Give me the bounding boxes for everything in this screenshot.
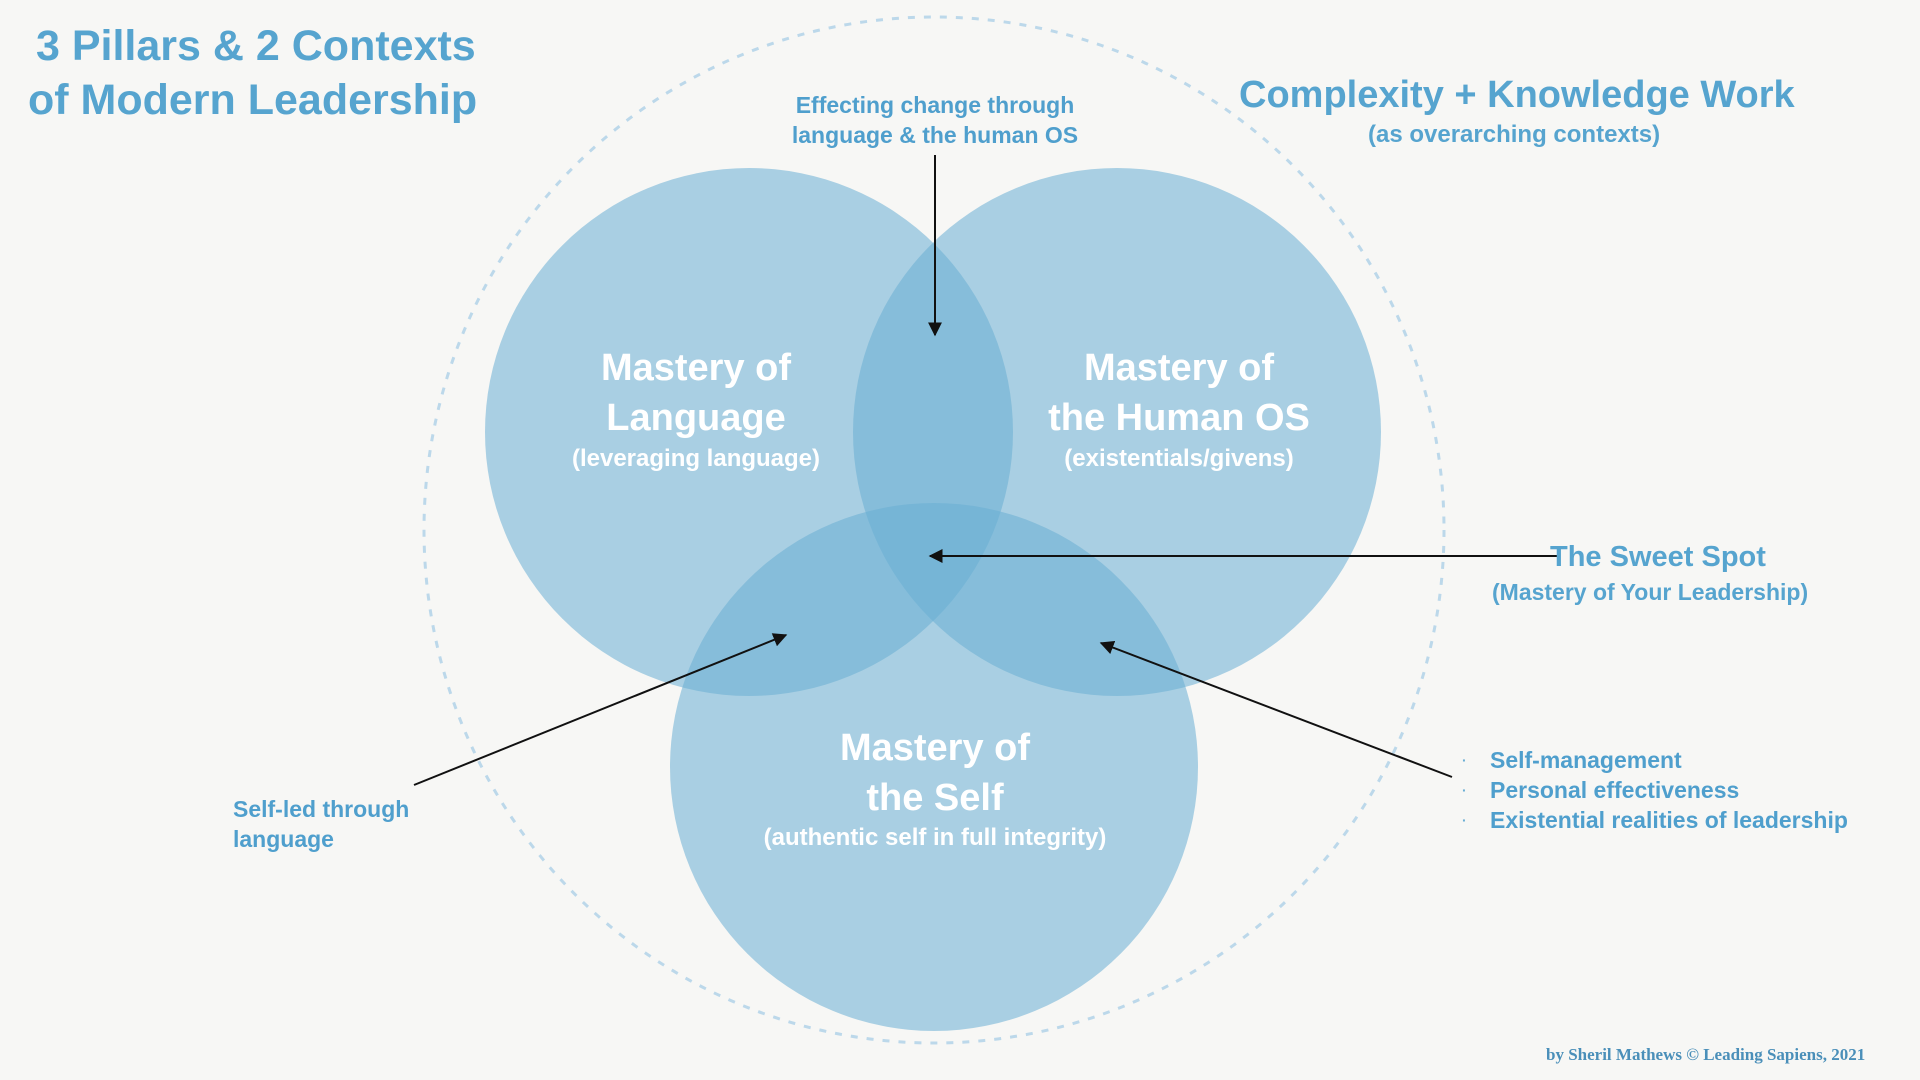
- top-note-line-1: Effecting change through: [795, 92, 1075, 118]
- bullet-text: Self-management: [1490, 747, 1682, 773]
- context-subtitle: (as overarching contexts): [1368, 121, 1661, 148]
- bullet-dot-icon: ·: [1462, 782, 1467, 798]
- credit-line: by Sheril Mathews © Leading Sapiens, 202…: [1546, 1045, 1866, 1064]
- bullet-dot-icon: ·: [1462, 812, 1467, 828]
- circle-self-title: Mastery of the Self: [760, 723, 1110, 823]
- circle-language-title-line-1: Mastery of: [600, 347, 792, 389]
- circle-human-os-title-line-2: the Human OS: [1048, 397, 1310, 439]
- context-outer-ring: [422, 15, 1446, 1045]
- left-note: Self-led through language: [233, 794, 409, 854]
- right-bullet-list: · Self-management · Personal effectivene…: [1462, 745, 1848, 835]
- circle-language-title-line-2: Language: [606, 397, 786, 439]
- bullet-text: Existential realities of leadership: [1490, 807, 1848, 833]
- top-note: Effecting change through language & the …: [780, 90, 1090, 150]
- left-note-line-2: language: [233, 826, 334, 852]
- circle-language-subtitle: (leveraging language): [571, 445, 821, 472]
- slide-title-line-2: of Modern Leadership: [28, 76, 478, 124]
- arrow-right-bullets: [1099, 640, 1453, 778]
- circle-self-subtitle: (authentic self in full integrity): [763, 824, 1107, 851]
- circle-self-title-line-1: Mastery of: [839, 727, 1031, 769]
- arrow-left-note: [413, 633, 788, 786]
- slide-title-line-1: 3 Pillars & 2 Contexts: [36, 22, 476, 70]
- bullet-dot-icon: ·: [1462, 752, 1467, 768]
- list-item: · Personal effectiveness: [1462, 775, 1848, 805]
- circle-self-title-line-2: the Self: [866, 777, 1004, 819]
- left-note-line-1: Self-led through: [233, 796, 410, 822]
- list-item: · Self-management: [1462, 745, 1848, 775]
- sweet-spot-subtitle: (Mastery of Your Leadership): [1492, 579, 1809, 605]
- list-item: · Existential realities of leadership: [1462, 805, 1848, 835]
- context-title: Complexity + Knowledge Work: [1239, 74, 1795, 116]
- circle-self: [670, 503, 1198, 1031]
- circle-human-os-title: Mastery of the Human OS: [1012, 343, 1346, 443]
- circle-language-title: Mastery of Language: [546, 343, 846, 443]
- sweet-spot-title: The Sweet Spot: [1550, 541, 1766, 573]
- top-note-line-2: language & the human OS: [791, 122, 1079, 148]
- bullet-text: Personal effectiveness: [1490, 777, 1740, 803]
- circle-human-os-subtitle: (existentials/givens): [1064, 445, 1294, 472]
- circle-human-os-title-line-1: Mastery of: [1083, 347, 1275, 389]
